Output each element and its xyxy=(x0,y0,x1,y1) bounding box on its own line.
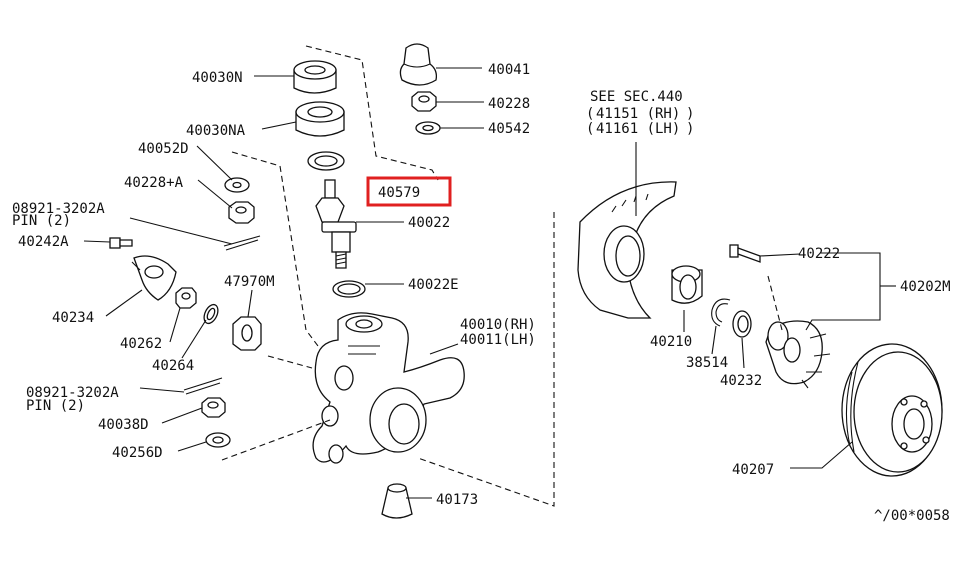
label-40234: 40234 xyxy=(52,310,94,326)
paren-left-1: ( xyxy=(586,106,594,122)
label-08921-a: 08921-3202A xyxy=(12,201,105,217)
leader-lines xyxy=(83,67,896,499)
nut-47970M-drawing xyxy=(232,316,262,351)
label-40041: 40041 xyxy=(488,62,530,78)
label-40264: 40264 xyxy=(152,358,194,374)
label-40038D: 40038D xyxy=(98,417,149,433)
label-38514: 38514 xyxy=(686,355,728,371)
label-40542: 40542 xyxy=(488,121,530,137)
label-40256D: 40256D xyxy=(112,445,163,461)
highlight-box xyxy=(366,176,452,207)
label-40011: 40011(LH) xyxy=(460,332,536,348)
label-40232: 40232 xyxy=(720,373,762,389)
label-pin-b: PIN (2) xyxy=(26,398,85,414)
rotor-40207-drawing xyxy=(841,343,943,477)
label-40207: 40207 xyxy=(732,462,774,478)
bolt-40222-drawing xyxy=(729,244,761,263)
nut-40262-drawing xyxy=(175,287,197,309)
label-40022: 40022 xyxy=(408,215,450,231)
label-40022E: 40022E xyxy=(408,277,459,293)
label-40052D: 40052D xyxy=(138,141,189,157)
label-40242A: 40242A xyxy=(18,234,69,250)
paren-right-2: ) xyxy=(686,121,694,137)
bearing-40210-drawing xyxy=(671,265,703,304)
washer-40542-drawing xyxy=(415,121,441,135)
cotter-pin-b-drawing xyxy=(183,377,223,395)
nut-40038D-drawing xyxy=(201,397,226,418)
label-40173: 40173 xyxy=(436,492,478,508)
bracket-40234-drawing xyxy=(131,255,177,301)
ring-40264-drawing xyxy=(203,303,219,325)
nut-40228-drawing xyxy=(411,91,437,112)
label-see-sec-440: SEE SEC.440 xyxy=(590,89,683,105)
dashed-group-lines xyxy=(221,45,783,507)
washer-40022E-drawing xyxy=(332,280,366,298)
label-40030N: 40030N xyxy=(192,70,243,86)
label-40579: 40579 xyxy=(378,185,420,201)
label-40262: 40262 xyxy=(120,336,162,352)
cotter-pin-a-drawing xyxy=(223,235,261,251)
kingpin-40022-drawing xyxy=(315,179,357,269)
label-40228: 40228 xyxy=(488,96,530,112)
label-40228A: 40228+A xyxy=(124,175,184,191)
label-40030NA: 40030NA xyxy=(186,123,246,139)
footer-code: ^/00*0058 xyxy=(874,508,950,524)
label-47970M: 47970M xyxy=(224,274,275,290)
knuckle-40010-drawing xyxy=(312,312,465,464)
paren-right-1: ) xyxy=(686,106,694,122)
label-40202M: 40202M xyxy=(900,279,951,295)
label-08921-b: 08921-3202A xyxy=(26,385,119,401)
label-40010: 40010(RH) xyxy=(460,317,536,333)
boot-40173-drawing xyxy=(381,483,413,519)
hub-40202M-drawing xyxy=(765,320,831,389)
paren-left-2: ( xyxy=(586,121,594,137)
snap-ring-38514-drawing xyxy=(711,298,731,327)
label-40222: 40222 xyxy=(798,246,840,262)
seal-ring-drawing xyxy=(307,151,345,171)
boot-40041-drawing xyxy=(399,43,438,86)
backing-plate-drawing xyxy=(577,181,677,319)
label-40210: 40210 xyxy=(650,334,692,350)
label-41161: 41161 (LH) xyxy=(596,121,680,137)
label-pin-a: PIN (2) xyxy=(12,213,71,229)
bearing-40030NA-drawing xyxy=(295,101,345,137)
nut-40228A-drawing xyxy=(228,201,255,224)
bolt-40242A-drawing xyxy=(109,237,133,249)
bearing-40030N-drawing xyxy=(293,60,337,94)
washer-40256D-drawing xyxy=(205,432,231,448)
washer-40052D-drawing xyxy=(224,177,250,193)
label-41151: 41151 (RH) xyxy=(596,106,680,122)
seal-40232-drawing xyxy=(732,310,752,338)
